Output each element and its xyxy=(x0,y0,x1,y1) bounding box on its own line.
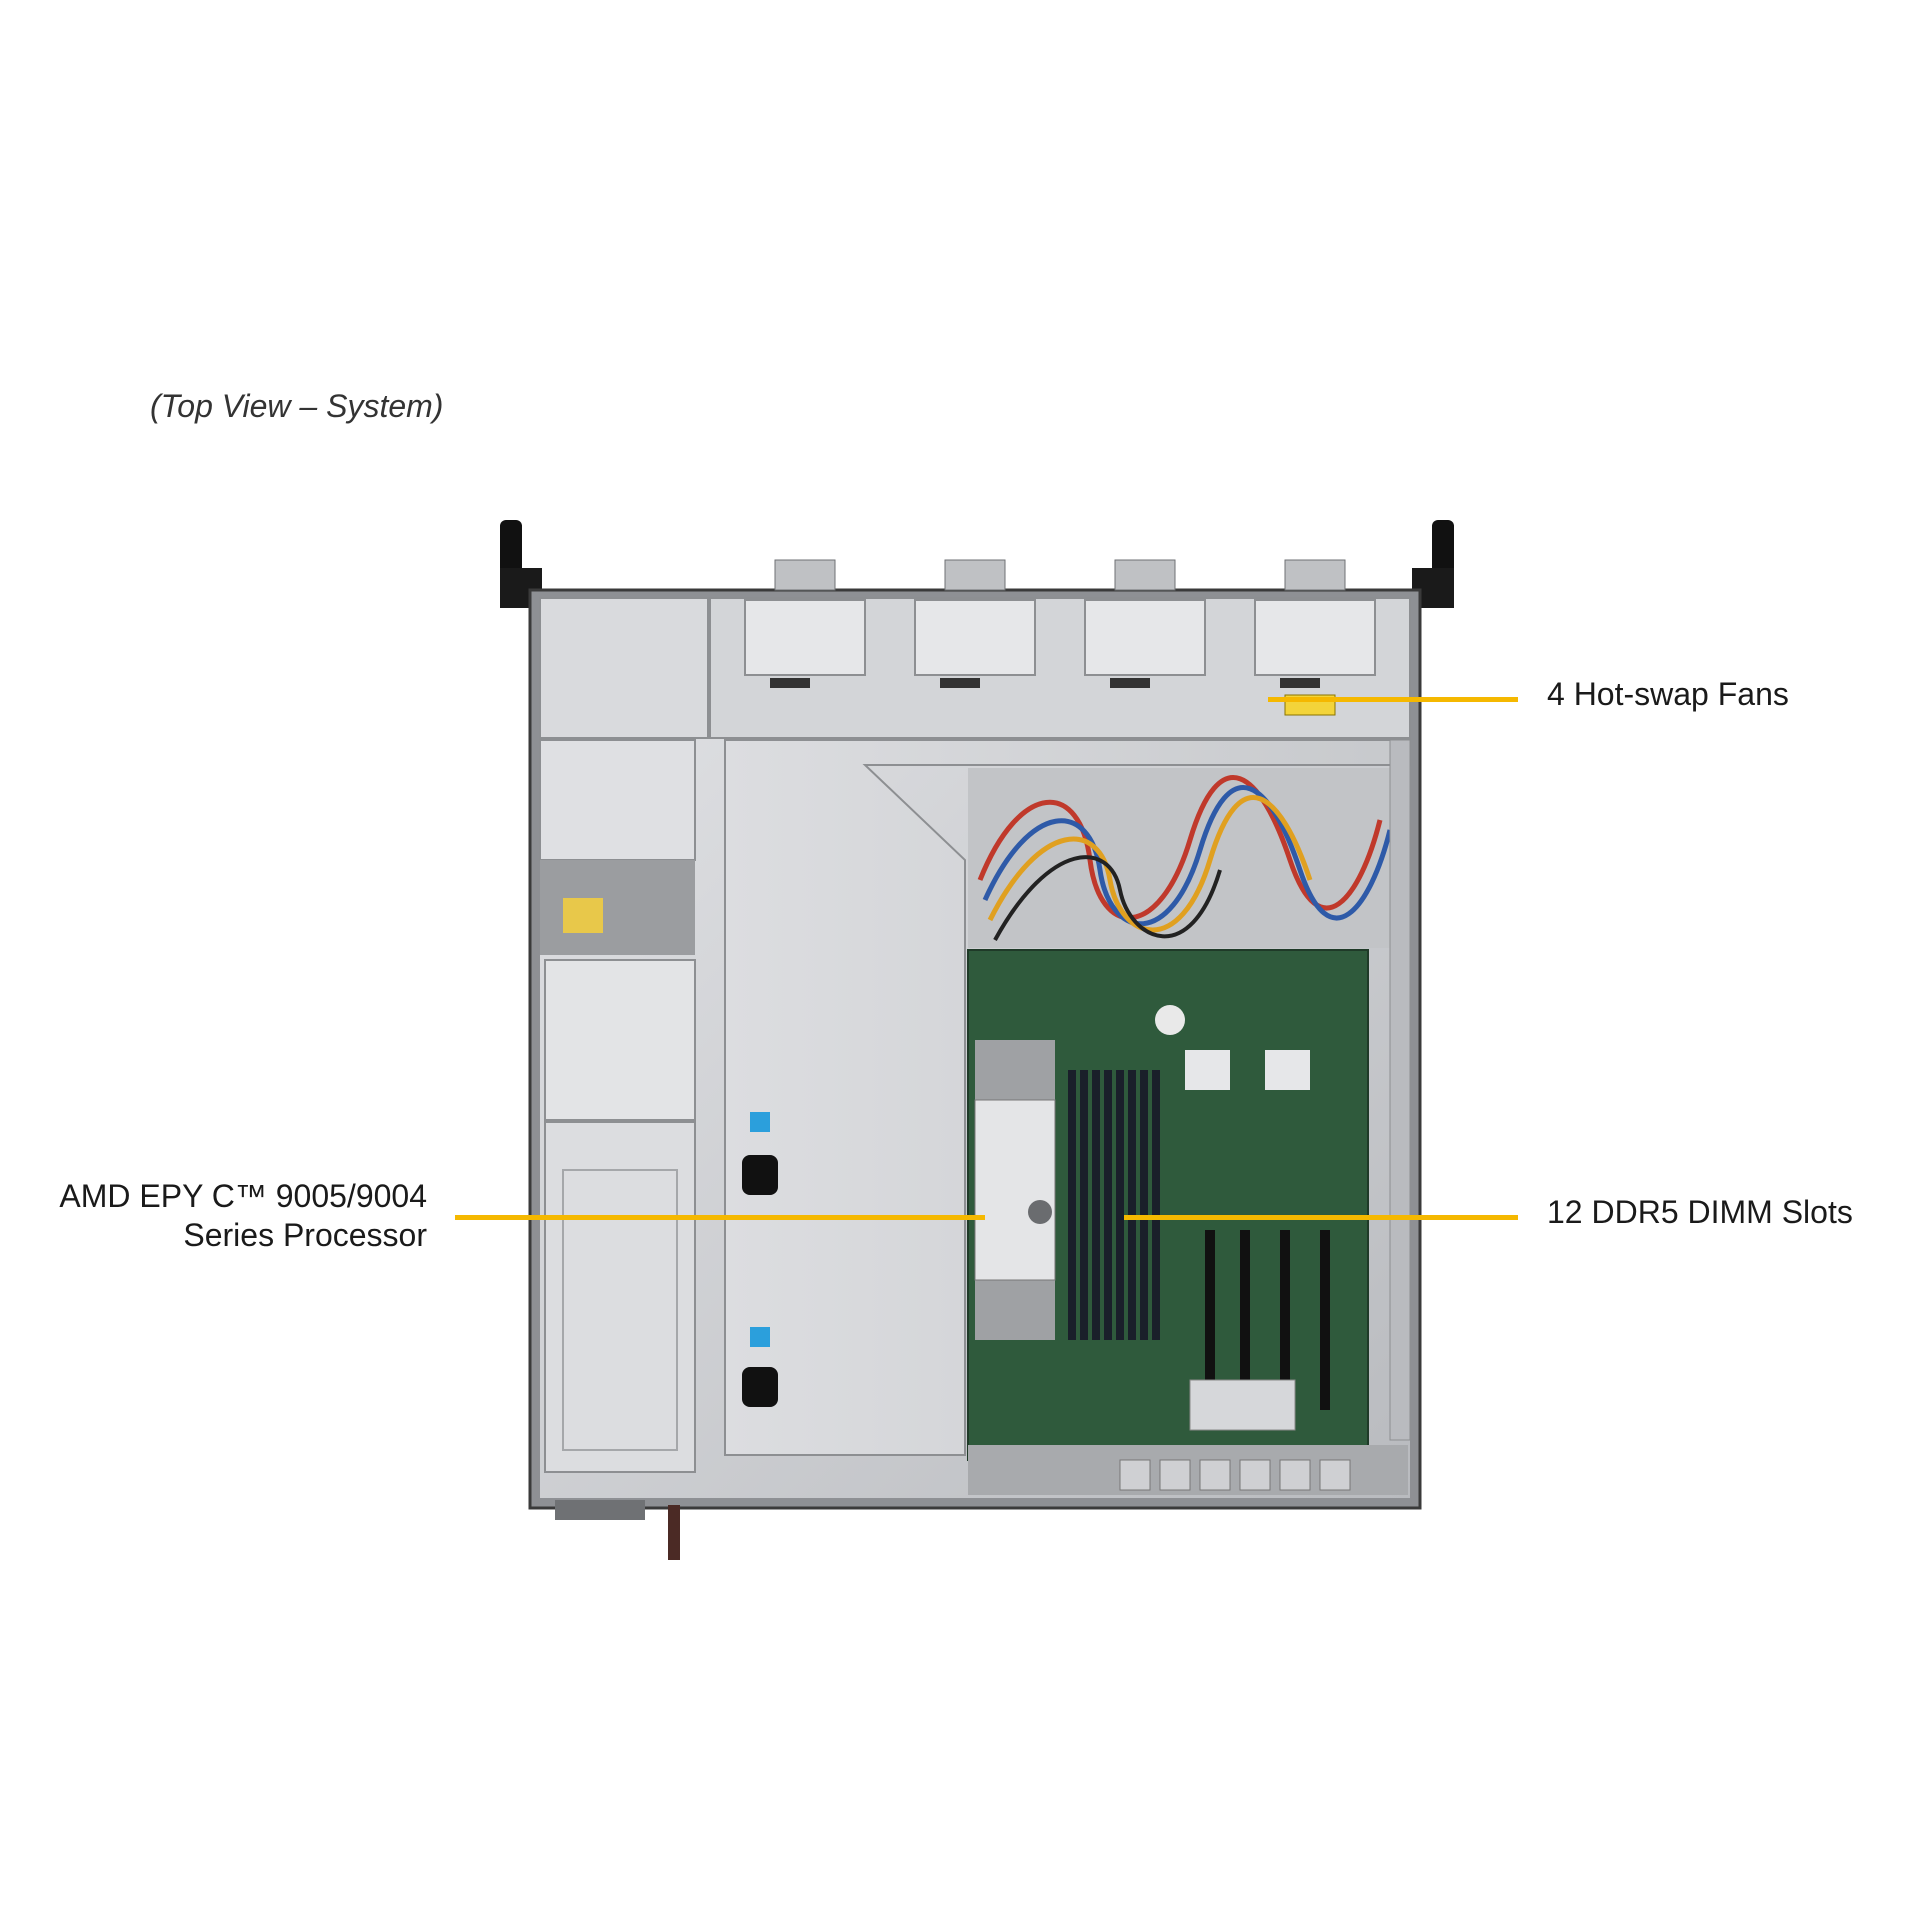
view-caption: (Top View – System) xyxy=(150,388,444,424)
right-rail xyxy=(1389,739,1411,1441)
fan-4 xyxy=(1254,559,1376,688)
rack-ear-left xyxy=(500,520,542,608)
fan-3 xyxy=(1084,559,1206,688)
fan-bay xyxy=(709,559,1411,739)
cpu-callout-label: AMD EPY C™ 9005/9004 Series Processor xyxy=(40,1177,427,1255)
cpu-heatsink xyxy=(974,1040,1056,1340)
fan-2 xyxy=(914,559,1036,688)
io-slots xyxy=(1119,1459,1351,1491)
drive-cage xyxy=(539,597,709,955)
power-supply xyxy=(544,959,696,1560)
cpu-callout-line-1: AMD EPY C™ 9005/9004 xyxy=(59,1178,427,1214)
fan-cables xyxy=(968,768,1408,948)
cpu-callout-line-2: Series Processor xyxy=(183,1217,427,1253)
dimm-leader-line xyxy=(1124,1215,1518,1220)
cpu-leader-line xyxy=(455,1215,985,1220)
fans-callout-label: 4 Hot-swap Fans xyxy=(1547,676,1789,712)
fans-leader-line xyxy=(1268,697,1518,702)
expansion-slots xyxy=(1155,1005,1330,1431)
dimm-slots xyxy=(1068,1070,1160,1340)
fan-1 xyxy=(744,559,866,688)
dimm-callout-label: 12 DDR5 DIMM Slots xyxy=(1547,1194,1853,1230)
